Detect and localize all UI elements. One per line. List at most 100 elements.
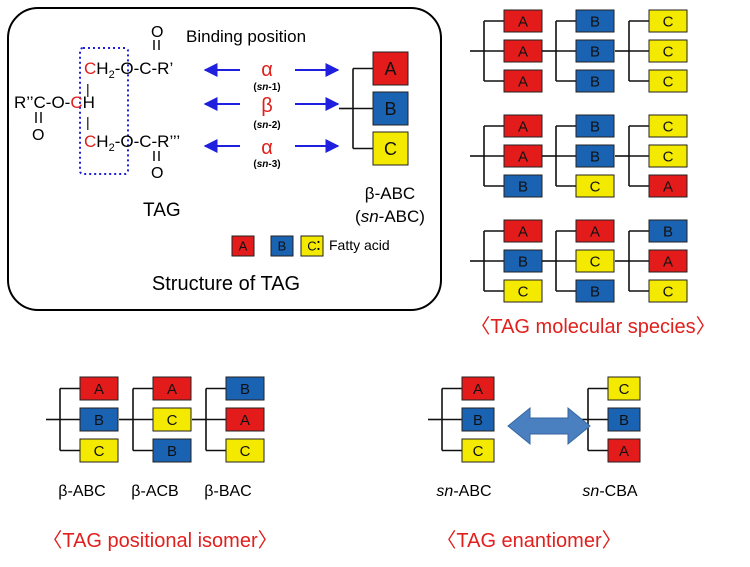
legend-text: ：Fatty acid xyxy=(315,237,390,253)
isomer-group-1-block-3-box xyxy=(79,438,119,463)
species-group-2: BBB xyxy=(542,9,615,93)
alpha-sn1: α xyxy=(261,59,273,81)
species-group-1-block-2-letter: A xyxy=(518,43,528,60)
carbonyl-oxygen-2: O xyxy=(32,127,44,144)
species-group-4-block-1: A xyxy=(503,114,543,138)
species-group-5-block-2: B xyxy=(575,144,615,168)
structure-abc-tree: ABC xyxy=(339,51,409,166)
species-group-6: CCA xyxy=(615,114,688,198)
isomer-group-1-block-3-letter: C xyxy=(94,443,105,460)
isomer-group-1-block-1-box xyxy=(79,376,119,401)
isomer-group-1-block-2-box xyxy=(79,407,119,432)
species-group-1-block-1-letter: A xyxy=(518,13,528,30)
isomer-label-1: β-ABC xyxy=(58,483,105,500)
enantiomer-group-2: CBA xyxy=(574,376,641,463)
species-group-3-block-1-letter: C xyxy=(663,13,674,30)
structure-tree-block-1-letter: A xyxy=(384,59,396,79)
species-group-6-block-3-letter: A xyxy=(663,178,673,195)
bond-bar-1: | xyxy=(86,81,90,97)
tag-label: TAG xyxy=(143,200,181,221)
enantiomer-group-1-block-2-box xyxy=(461,407,495,432)
species-group-6-block-2: C xyxy=(648,144,688,168)
species-group-9-block-2: A xyxy=(648,249,688,273)
isomer-group-2: ACB xyxy=(119,376,192,463)
carbonyl-oxygen-3: O xyxy=(151,165,163,182)
sn1-label: (sn-1) xyxy=(253,82,280,93)
ch2-bottom: CH2-O-C-R’’’ xyxy=(84,132,180,154)
species-group-8: ACB xyxy=(542,219,615,303)
positional-isomer-title: 〈TAG positional isomer〉 xyxy=(42,530,277,552)
bond-bar-2: | xyxy=(86,114,90,130)
species-group-2-block-2: B xyxy=(575,39,615,63)
enantiomer-group-2-block-3-letter: A xyxy=(619,443,629,460)
enantiomer-group-2-block-1-box xyxy=(607,376,641,401)
species-group-1-block-3: A xyxy=(503,69,543,93)
structure-title: Structure of TAG xyxy=(152,273,300,295)
isomer-group-1-block-1-letter: A xyxy=(94,381,104,398)
species-group-5-block-3-box xyxy=(575,174,615,198)
isomer-group-2-block-3: B xyxy=(152,438,192,463)
species-group-7-block-3-letter: C xyxy=(518,283,529,300)
species-group-9-block-3-letter: C xyxy=(663,283,674,300)
isomer-group-3-block-2-letter: A xyxy=(240,412,250,429)
r2-ester: R’’C-O-CH xyxy=(14,93,95,112)
enantiomer-label-1: sn-ABC xyxy=(436,483,491,500)
species-group-9-block-1: B xyxy=(648,219,688,243)
species-group-1-block-3-letter: A xyxy=(518,73,528,90)
species-group-7-block-2: B xyxy=(503,249,543,273)
species-group-3-block-1: C xyxy=(648,9,688,33)
species-group-7-block-1-box xyxy=(503,219,543,243)
enantiomer-group-2-block-1-letter: C xyxy=(619,381,630,398)
species-group-5-block-1-letter: B xyxy=(590,118,600,135)
species-group-7-block-1-letter: A xyxy=(518,223,528,240)
species-group-3: CCC xyxy=(615,9,688,93)
structure-tree-block-3: C xyxy=(372,131,409,166)
species-group-5-block-1: B xyxy=(575,114,615,138)
species-group-6-block-1-box xyxy=(648,114,688,138)
species-group-7-block-3: C xyxy=(503,279,543,303)
ch2-top: CH2-O-C-R’ xyxy=(84,59,173,81)
species-group-8-block-3: B xyxy=(575,279,615,303)
enantiomer-group-2-block-3-box xyxy=(607,438,641,463)
species-group-7-block-2-letter: B xyxy=(518,253,528,270)
enantiomer-group-1-block-2: B xyxy=(461,407,495,432)
structure-tree-block-3-box xyxy=(372,131,409,166)
species-group-9-block-3-box xyxy=(648,279,688,303)
isomer-group-2-block-1-letter: A xyxy=(167,381,177,398)
species-group-8-block-3-letter: B xyxy=(590,283,600,300)
enantiomer-group-1: ABC xyxy=(428,376,495,463)
isomer-group-3-block-3-letter: C xyxy=(240,443,251,460)
enantiomer-group-1-block-1-letter: A xyxy=(473,381,483,398)
isomer-group-3: BAC xyxy=(192,376,265,463)
isomer-label-3: β-BAC xyxy=(204,483,251,500)
enantiomer-group-1-block-2-letter: B xyxy=(473,412,483,429)
species-group-4-block-3-letter: B xyxy=(518,178,528,195)
species-group-6-block-2-letter: C xyxy=(663,148,674,165)
species-group-4-block-1-box xyxy=(503,114,543,138)
isomer-label-2: β-ACB xyxy=(131,483,178,500)
species-group-7: ABC xyxy=(470,219,543,303)
species-group-5-block-2-box xyxy=(575,144,615,168)
species-group-7-block-3-box xyxy=(503,279,543,303)
species-group-9-block-1-letter: B xyxy=(663,223,673,240)
enantiomer-group-2-block-3: A xyxy=(607,438,641,463)
isomer-group-2-block-3-letter: B xyxy=(167,443,177,460)
species-group-6-block-1-letter: C xyxy=(663,118,674,135)
species-group-5-block-2-letter: B xyxy=(590,148,600,165)
species-group-2-block-2-box xyxy=(575,39,615,63)
sn3-label: (sn-3) xyxy=(253,159,280,170)
species-group-4-block-1-letter: A xyxy=(518,118,528,135)
species-group-8-block-3-box xyxy=(575,279,615,303)
structure-tree: ABC xyxy=(339,51,409,166)
species-group-2-block-3-letter: B xyxy=(590,73,600,90)
isomer-group-3-block-2-box xyxy=(225,407,265,432)
isomer-group-1-block-1: A xyxy=(79,376,119,401)
species-group-3-block-2-box xyxy=(648,39,688,63)
species-group-3-block-3-letter: C xyxy=(663,73,674,90)
species-group-6-block-1: C xyxy=(648,114,688,138)
enantiomer-group-2-block-2-letter: B xyxy=(619,412,629,429)
legend-block-3-letter: C xyxy=(307,239,316,254)
species-group-5-block-1-box xyxy=(575,114,615,138)
species-group-3-block-2: C xyxy=(648,39,688,63)
